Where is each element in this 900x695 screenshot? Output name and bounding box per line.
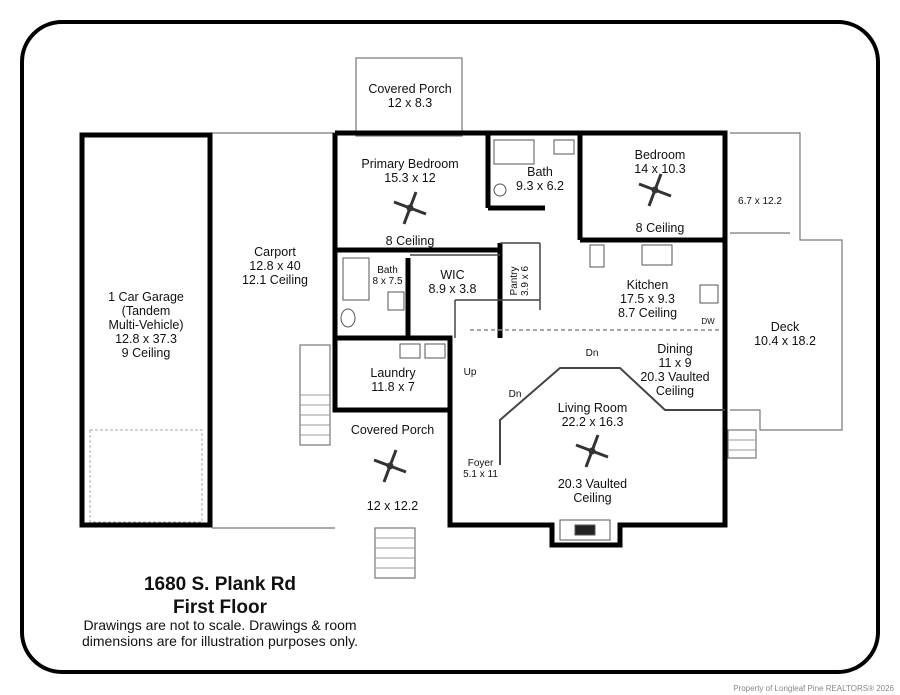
stair-treads: [300, 394, 756, 569]
dishwasher-label: DW: [701, 317, 715, 326]
copyright-credit: Property of Longleaf Pine REALTORS® 2026: [733, 684, 894, 693]
stairs-down-label: Dn: [585, 348, 599, 359]
ceiling-fan-icon: [393, 191, 427, 225]
small-deck-label: 6.7 x 12.2: [738, 196, 782, 207]
garage-walls: [79, 132, 213, 528]
covered-porch-front-dims: 12 x 12.2: [366, 499, 419, 513]
disclaimer-line-2: dimensions are for illustration purposes…: [82, 633, 358, 649]
fixtures: [340, 139, 719, 541]
ceiling-fan-icon: [575, 434, 609, 468]
thin-outlines: [212, 57, 843, 579]
ceiling-fan-icon: [373, 449, 407, 483]
page-frame: [20, 20, 880, 674]
garage-door: [89, 429, 203, 523]
interior-thin-walls: [410, 242, 725, 465]
ceiling-fan-icon: [638, 173, 672, 207]
stairs-down-label: Dn: [508, 389, 522, 400]
stairs-up-label: Up: [463, 367, 477, 378]
house-walls: [332, 130, 728, 548]
bedroom-ceiling: 8 Ceiling: [635, 221, 685, 235]
address-title: 1680 S. Plank Rd: [143, 574, 297, 595]
disclaimer-line-1: Drawings are not to scale. Drawings & ro…: [83, 617, 357, 633]
covered-porch-front-label: Covered Porch: [350, 423, 435, 437]
floor-title: First Floor: [173, 597, 267, 618]
primary-bedroom-ceiling: 8 Ceiling: [385, 234, 435, 248]
